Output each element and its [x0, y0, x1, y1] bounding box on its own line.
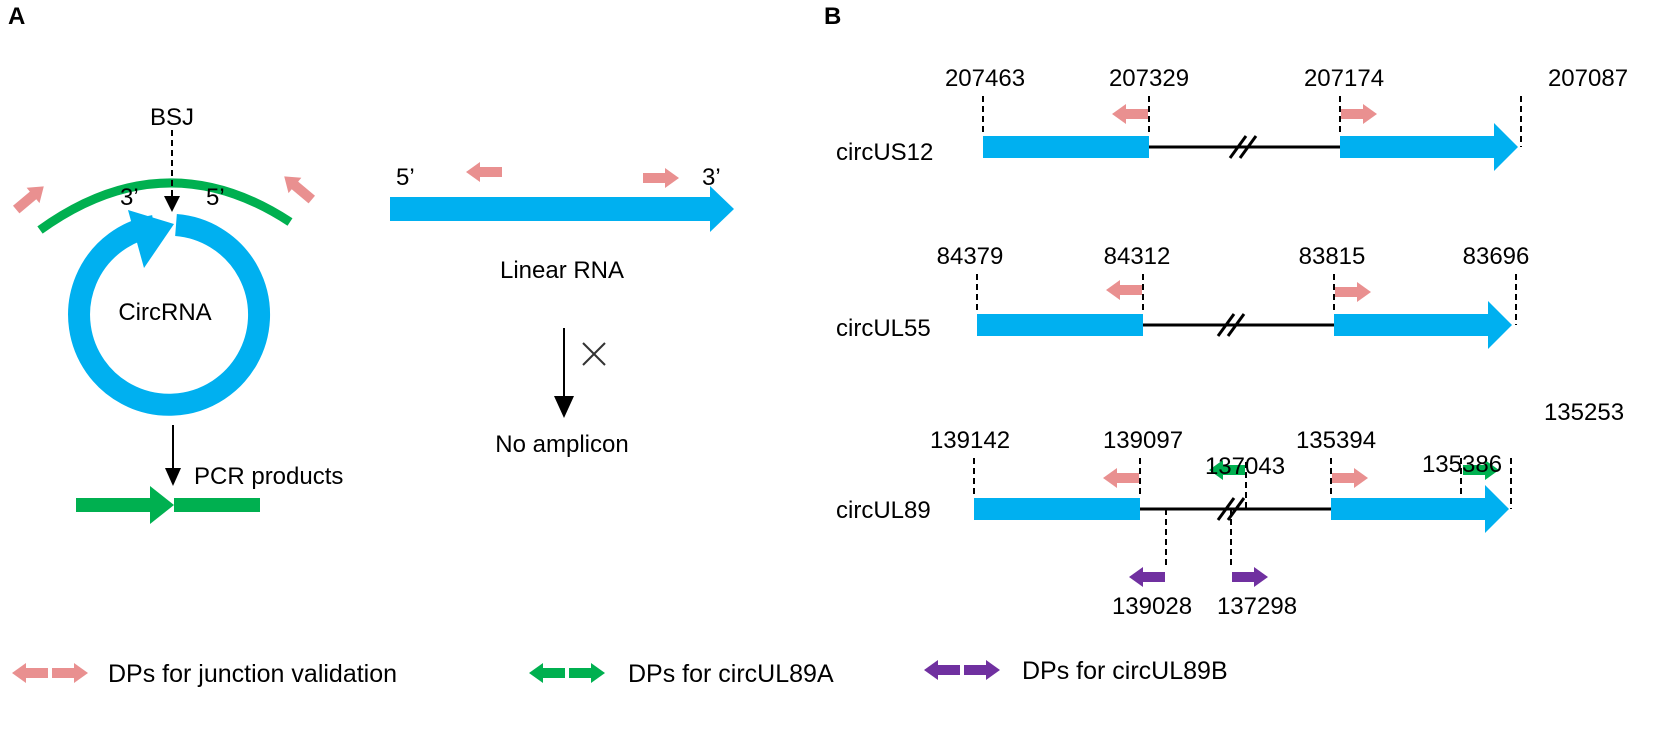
circus12-exon2: [1340, 136, 1496, 158]
legend-a-label: DPs for circUL89A: [628, 660, 834, 688]
circus12-break-icon: [1228, 135, 1258, 159]
no-amplicon-label: No amplicon: [495, 431, 628, 458]
legend-a-swatch: [529, 663, 605, 683]
circrna-ring: [68, 214, 271, 416]
bsj-arrowhead: [164, 196, 180, 212]
circrna-label: CircRNA: [118, 299, 211, 326]
linear-primer-right: [643, 168, 679, 188]
pcr-product-arrowhead: [150, 486, 174, 524]
circul89-break-icon: [1216, 497, 1246, 521]
circul55-arrowhead: [1488, 301, 1512, 349]
circul89-ticks: [973, 458, 1512, 568]
circul55-break-icon: [1216, 313, 1246, 337]
circus12-primer-right: [1341, 104, 1377, 124]
circul55-coord1: 84379: [937, 243, 1004, 270]
cross-icon: [582, 342, 606, 366]
circul55-label: circUL55: [836, 315, 931, 342]
circul89b-primers: [1129, 567, 1268, 587]
circus12-primers: [1112, 104, 1377, 124]
no-amplicon-arrowhead: [554, 396, 574, 418]
legend-b-label: DPs for circUL89B: [1022, 657, 1228, 685]
circrna-arrowhead: [128, 210, 174, 268]
circul55-primer-right: [1335, 282, 1371, 302]
circul89-primer-left: [1103, 468, 1139, 488]
circul89b-primer-right: [1232, 567, 1268, 587]
circus12-coord4: 207087: [1548, 65, 1628, 92]
circul89-coord3: 135394: [1296, 427, 1376, 454]
circul89-arrowhead: [1485, 485, 1509, 533]
circul89-primer-right: [1332, 468, 1368, 488]
circul89-exon1: [974, 498, 1140, 520]
circus12-coord1: 207463: [945, 65, 1025, 92]
circul55-coord2: 84312: [1104, 243, 1171, 270]
pcr-product-shaft: [76, 498, 156, 512]
pcr-product-tail: [174, 498, 260, 512]
circul89-exon2: [1331, 498, 1487, 520]
circul55-coord4: 83696: [1463, 243, 1530, 270]
circul89-coord1: 139142: [930, 427, 1010, 454]
circul89b-primer-left: [1129, 567, 1165, 587]
circul89-coord4: 135253: [1544, 399, 1624, 426]
circul55-primer-left: [1106, 280, 1142, 300]
legend-junction-swatch: [12, 663, 88, 683]
circul89-label: circUL89: [836, 497, 931, 524]
panel-a-label: A: [8, 3, 25, 30]
arc-primer-right: [277, 168, 319, 208]
circul55-exon2: [1334, 314, 1490, 336]
pcr-product: [76, 486, 260, 524]
circul55-ticks: [976, 274, 1517, 325]
pcr-products-label: PCR products: [194, 463, 343, 490]
linear-rna-label: Linear RNA: [500, 257, 624, 284]
track-circul89: circUL89 139142 139097 135394 135253: [836, 399, 1624, 620]
circus12-exon1: [983, 136, 1149, 158]
circul89-coord-137298: 137298: [1217, 593, 1297, 620]
circus12-primer-left: [1112, 104, 1148, 124]
linear-primer-left: [466, 162, 502, 182]
linear-rna-shaft: [390, 197, 712, 221]
circul55-exon1: [977, 314, 1143, 336]
circus12-coord2: 207329: [1109, 65, 1189, 92]
pcr-arrowhead: [165, 468, 181, 486]
legend: DPs for junction validation DPs for circ…: [12, 657, 1228, 688]
arc-primer-left: [9, 178, 51, 218]
circus12-arrowhead: [1494, 123, 1518, 171]
circ-three-prime: 3’: [120, 184, 139, 211]
circul89-coord-135386: 135386: [1422, 451, 1502, 478]
linear-three-prime: 3’: [702, 164, 721, 191]
legend-junction-label: DPs for junction validation: [108, 660, 397, 688]
bsj-arc: [37, 178, 293, 234]
linear-five-prime: 5’: [396, 164, 415, 191]
linear-primers: [466, 162, 679, 188]
circus12-ticks: [982, 96, 1522, 147]
circul89-coord-137043: 137043: [1205, 453, 1285, 480]
circul89-coord2: 139097: [1103, 427, 1183, 454]
panel-b-label: B: [824, 3, 841, 30]
circus12-coord3: 207174: [1304, 65, 1384, 92]
circrna-group: CircRNA: [68, 210, 271, 416]
linear-rna-arrowhead: [710, 186, 734, 232]
circ-five-prime: 5’: [206, 184, 225, 211]
linear-rna: 5’ 3’ Linear RNA: [390, 162, 734, 284]
circus12-label: circUS12: [836, 139, 933, 166]
circul55-coord3: 83815: [1299, 243, 1366, 270]
legend-b-swatch: [924, 660, 1000, 680]
track-circus12: circUS12 207463 207329 207174 207087: [836, 65, 1628, 171]
circul55-primers: [1106, 280, 1371, 302]
track-circul55: circUL55 84379 84312 83815 83696: [836, 243, 1529, 349]
bsj-label: BSJ: [150, 104, 194, 131]
circul89-coord-139028: 139028: [1112, 593, 1192, 620]
